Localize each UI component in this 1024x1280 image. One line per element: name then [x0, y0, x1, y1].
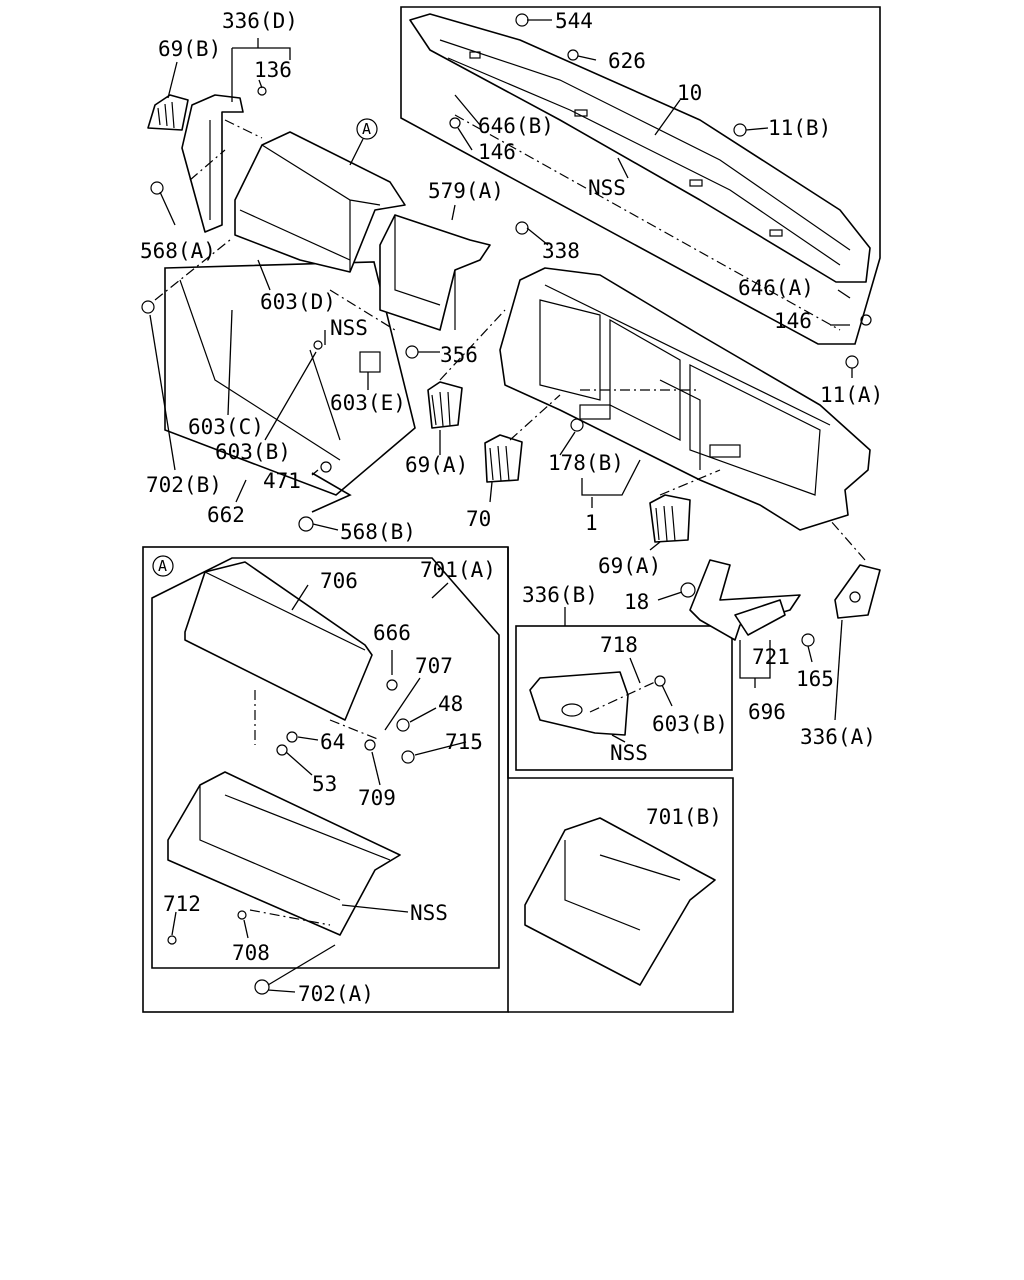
- vent-69b: [147, 94, 189, 131]
- label-544: 544: [555, 9, 593, 33]
- detail-bottom-frame: [507, 547, 734, 1013]
- label-712: 712: [163, 892, 201, 916]
- label-603b-upper: 603(B): [215, 440, 291, 464]
- label-603b-lower: 603(B): [652, 712, 728, 736]
- duct-579a: [379, 214, 491, 331]
- label-603c: 603(C): [188, 415, 264, 439]
- label-646b: 646(B): [478, 114, 554, 138]
- label-708: 708: [232, 941, 270, 965]
- label-70: 70: [466, 507, 491, 531]
- bracket-336b-detail: [529, 671, 629, 736]
- label-662: 662: [207, 503, 245, 527]
- lower-trim-696: [689, 559, 801, 641]
- label-69a-left: 69(A): [405, 453, 468, 477]
- vent-70: [484, 434, 523, 483]
- label-11a: 11(A): [820, 383, 883, 407]
- label-165: 165: [796, 667, 834, 691]
- glovebox-housing: [234, 131, 406, 273]
- lid-panel-662: [179, 279, 341, 461]
- label-709: 709: [358, 786, 396, 810]
- part-labels: 336(D) 69(B) 136 544 626 10 646(B) 146 1…: [140, 9, 883, 1006]
- bolt-bracket-lines: [311, 472, 352, 513]
- assembly-lines: [154, 114, 866, 926]
- label-718: 718: [600, 633, 638, 657]
- label-11b: 11(B): [768, 116, 831, 140]
- label-nss-upper: NSS: [588, 176, 626, 200]
- label-707: 707: [415, 654, 453, 678]
- label-579a: 579(A): [428, 179, 504, 203]
- upper-trim-strip: [409, 13, 871, 283]
- label-706: 706: [320, 569, 358, 593]
- label-701b: 701(B): [646, 805, 722, 829]
- label-146-upper: 146: [478, 140, 516, 164]
- callout-a-box: A: [152, 555, 174, 577]
- label-53: 53: [312, 772, 337, 796]
- detail-a-frame: [142, 546, 509, 1013]
- label-702b: 702(B): [146, 473, 222, 497]
- glovebox-bin-detail: [167, 771, 401, 936]
- side-cover-336a: [834, 564, 881, 619]
- callout-a-top-text: A: [362, 120, 371, 138]
- label-336a: 336(A): [800, 725, 876, 749]
- label-nss-bin: NSS: [410, 901, 448, 925]
- label-69b: 69(B): [158, 37, 221, 61]
- label-702a: 702(A): [298, 982, 374, 1006]
- label-471: 471: [263, 469, 301, 493]
- label-136: 136: [254, 58, 292, 82]
- label-48: 48: [438, 692, 463, 716]
- glovebox-bin-701b: [524, 817, 716, 986]
- label-nss-panel: NSS: [330, 316, 368, 340]
- label-701a: 701(A): [420, 558, 496, 582]
- label-356: 356: [440, 343, 478, 367]
- label-69a-right: 69(A): [598, 554, 661, 578]
- label-1: 1: [585, 511, 598, 535]
- side-bracket-336d: [181, 94, 244, 233]
- vent-69a-1: [427, 381, 463, 429]
- label-568a: 568(A): [140, 239, 216, 263]
- label-715: 715: [445, 730, 483, 754]
- callout-a-top: A: [349, 118, 378, 166]
- label-666: 666: [373, 621, 411, 645]
- label-721: 721: [752, 645, 790, 669]
- label-64: 64: [320, 730, 345, 754]
- label-626: 626: [608, 49, 646, 73]
- instrument-panel-main: [499, 267, 871, 531]
- label-603d: 603(D): [260, 290, 336, 314]
- vent-69a-2: [649, 494, 691, 543]
- upper-trim-frame: [400, 6, 881, 345]
- label-146-lower: 146: [774, 309, 812, 333]
- label-568b: 568(B): [340, 520, 416, 544]
- label-18: 18: [624, 590, 649, 614]
- detail-a-inner-frame: [151, 557, 500, 969]
- detail-336b-frame: [515, 625, 733, 771]
- label-603e: 603(E): [330, 391, 406, 415]
- label-10: 10: [677, 81, 702, 105]
- label-nss-336b: NSS: [610, 741, 648, 765]
- label-646a: 646(A): [738, 276, 814, 300]
- label-696: 696: [748, 700, 786, 724]
- label-336b: 336(B): [522, 583, 598, 607]
- label-178b: 178(B): [548, 451, 624, 475]
- label-338: 338: [542, 239, 580, 263]
- label-336d: 336(D): [222, 9, 298, 33]
- lid-706: [184, 561, 373, 721]
- leader-lines: [149, 19, 853, 993]
- callout-a-box-text: A: [158, 557, 167, 575]
